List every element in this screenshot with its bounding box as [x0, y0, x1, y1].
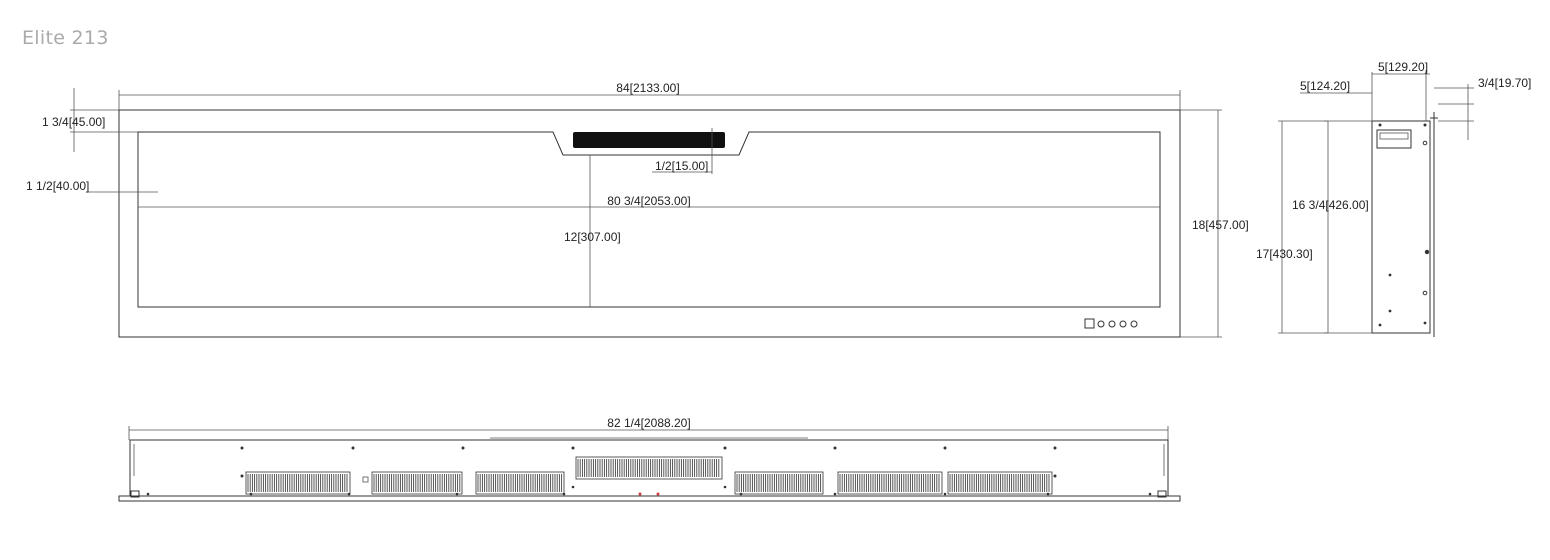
dim-side-total-height: 17[430.30]: [1256, 247, 1313, 261]
dim-side-top-left: 5[124.20]: [1300, 79, 1350, 93]
dim-bottom-width: 82 1/4[2088.20]: [607, 416, 690, 430]
power-button-icon: [1084, 318, 1095, 329]
vent-grille: [575, 456, 723, 480]
bottom-view: 82 1/4[2088.20]: [118, 416, 1181, 502]
button-icon: [1130, 320, 1138, 328]
dim-side-top-right: 5[129.20]: [1378, 60, 1428, 74]
vent-grille: [837, 471, 943, 495]
side-body: [1371, 120, 1431, 334]
dim-screen-gap: 1/2[15.00]: [655, 159, 708, 173]
product-title: Elite 213: [22, 27, 109, 49]
front-screen-outline: [137, 131, 1161, 308]
button-icon: [1119, 320, 1127, 328]
button-icon: [1108, 320, 1116, 328]
vent-grille: [947, 471, 1053, 495]
button-icon: [1097, 320, 1105, 328]
front-view: 84[2133.00] 1 3/4[45.00] 1 1/2[40.00] 1/…: [26, 81, 1249, 338]
dim-side-inner-height: 16 3/4[426.00]: [1292, 198, 1369, 212]
vent-grille: [734, 471, 824, 495]
vent-grilles: [245, 456, 1053, 495]
dim-overall-width: 84[2133.00]: [616, 81, 679, 95]
vent-grille: [475, 471, 565, 495]
side-view: 5[124.20] 5[129.20] 3/4[19.70] 16 3/4[42…: [1256, 60, 1531, 337]
front-outer-frame: [118, 109, 1181, 338]
control-buttons: [1084, 318, 1138, 329]
vent-grille: [371, 471, 463, 495]
side-panel-window: [1376, 129, 1412, 149]
vent-grille: [245, 471, 351, 495]
dim-viewing-height: 12[307.00]: [564, 230, 621, 244]
dim-top-border: 1 3/4[45.00]: [42, 115, 105, 129]
dim-side-border: 1 1/2[40.00]: [26, 179, 89, 193]
dim-side-flange: 3/4[19.70]: [1478, 76, 1531, 90]
display-bar: [573, 132, 725, 148]
bottom-flange: [118, 495, 1181, 502]
dim-viewing-width: 80 3/4[2053.00]: [607, 194, 690, 208]
dim-overall-height: 18[457.00]: [1192, 218, 1249, 232]
